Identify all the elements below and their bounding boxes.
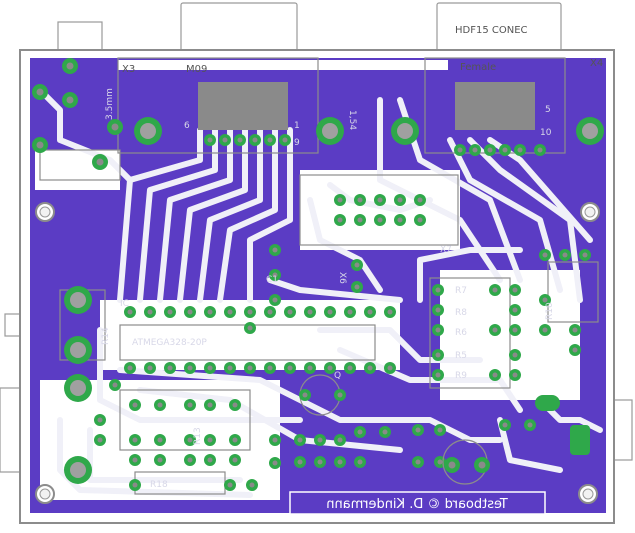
label-x7: X7 [440,245,452,255]
db9-pins [198,82,291,146]
label-3-5mm: 3.5mm [105,88,115,120]
silkscreen-labels: M09 X3 HDF15 CONEC Female X4 3.5mm 6 1 9… [101,25,603,490]
label-pin10: 10 [540,128,552,138]
label-r5: R5 [455,351,467,361]
x6-pad [351,281,363,293]
cap-pad [269,294,281,306]
mounting-hole [580,202,600,222]
label-c1: C1 [266,275,278,285]
lower-middle-pads [294,374,590,485]
label-m09: M09 [186,64,207,75]
label-r14: R14 [101,327,111,345]
label-r7: R7 [455,286,467,296]
label-q: Q [334,371,341,381]
mount-pad [64,456,92,484]
label-pin1: 1 [294,121,300,131]
hdf15-pins [454,82,546,156]
mount-pad [64,336,92,364]
label-ic: IC [120,299,129,309]
footer-text: Testboard © D. Kindermann [326,497,509,512]
label-chip: ATMEGA328-20P [132,338,207,348]
mounting-hole [35,202,55,222]
label-x3: X3 [122,64,135,75]
mount-pad [316,117,344,145]
label-r18: R18 [150,480,168,490]
mount-pad [576,117,604,145]
mounting-hole [578,484,598,504]
label-pin6: 6 [184,121,190,131]
mounting-hole [35,484,55,504]
label-x6: X6 [337,272,347,284]
mount-pad [134,117,162,145]
jack-pad [107,119,123,135]
cap-pad [269,244,281,256]
footer-title-box: Testboard © D. Kindermann [289,491,546,515]
x6-pad [351,259,363,271]
label-hdf15: HDF15 CONEC [455,25,528,36]
label-r10: R10 [545,302,555,320]
label-female: Female [460,62,496,73]
label-pin9: 9 [294,138,300,148]
label-pin5: 5 [545,105,551,115]
label-154: 1,54 [347,110,357,130]
label-x4: X4 [590,58,603,69]
label-r6: R6 [455,328,467,338]
label-r9: R9 [455,371,467,381]
label-r13: R13 [193,427,203,445]
mount-pad [64,374,92,402]
label-r8: R8 [455,308,467,318]
mount-pad [391,117,419,145]
mount-pad [64,286,92,314]
